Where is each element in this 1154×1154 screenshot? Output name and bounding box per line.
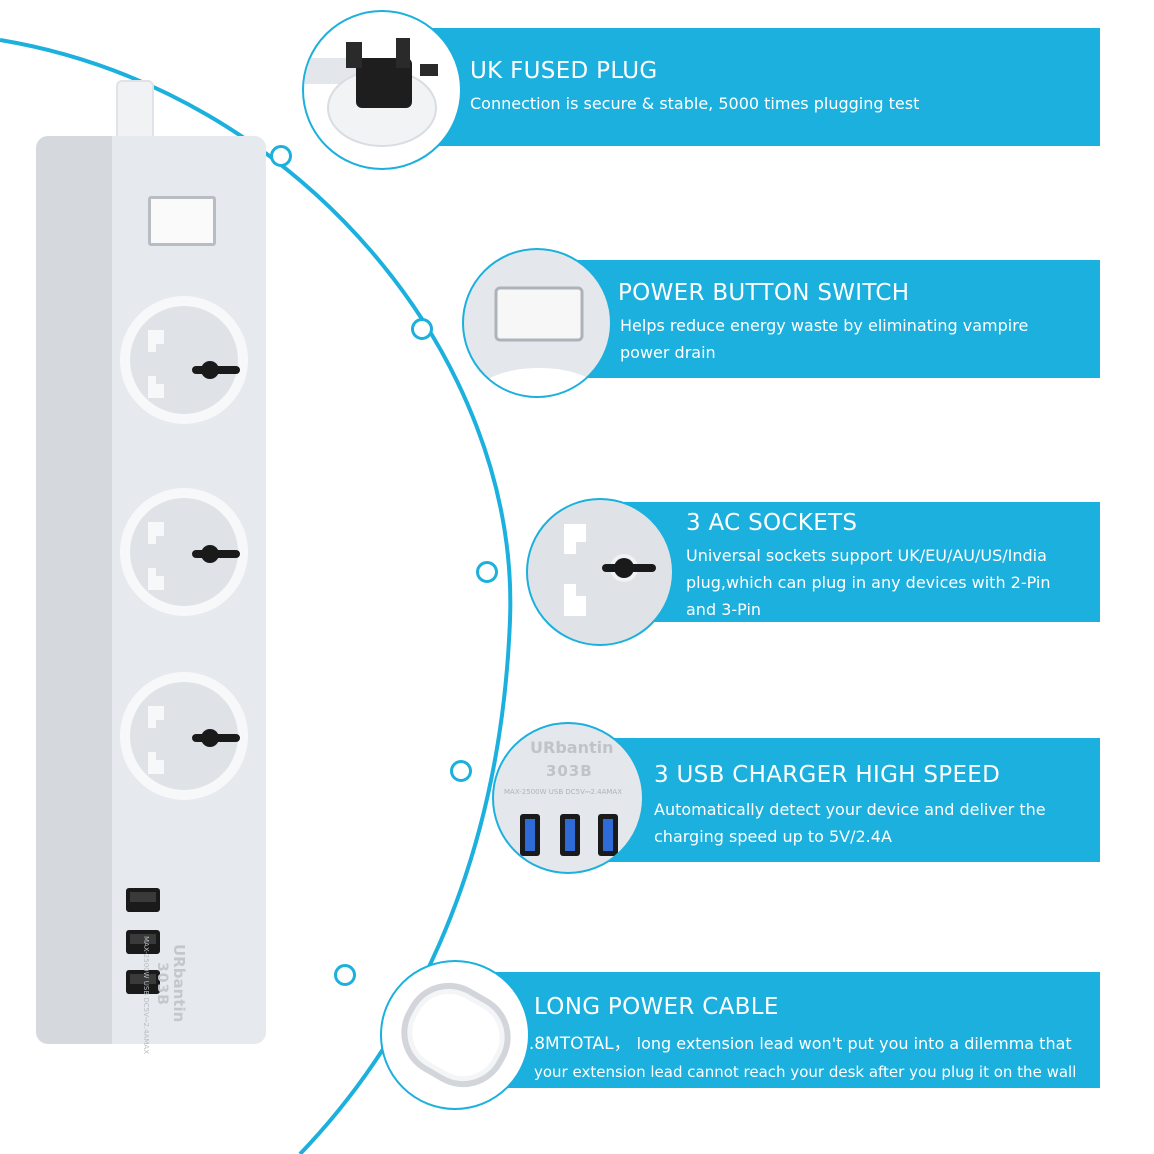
device-brand: URbantin	[530, 738, 614, 757]
ac-socket	[120, 296, 248, 424]
ac-socket-thumbnail	[526, 498, 674, 646]
callout-dot	[411, 318, 433, 340]
feature-title: LONG POWER CABLE	[534, 994, 779, 1020]
feature-description: Helps reduce energy waste by eliminating…	[620, 316, 1029, 362]
callout-dot	[334, 964, 356, 986]
strip-model: 303B	[154, 962, 170, 1006]
power-switch-icon	[475, 286, 603, 396]
feature-description: 1.8MTOTAL，long extension lead won't put …	[518, 1034, 1077, 1081]
callout-dot	[270, 145, 292, 167]
feature-banner-ac-sockets: 3 AC SOCKETS Universal sockets support U…	[600, 502, 1100, 622]
feature-banner-power-switch: POWER BUTTON SWITCH Helps reduce energy …	[530, 260, 1100, 378]
usb-charger-thumbnail: URbantin 303B MAX-2500W USB DC5V⎓2.4AMAX	[492, 722, 644, 874]
feature-title: UK FUSED PLUG	[470, 58, 658, 84]
ac-socket	[120, 672, 248, 800]
power-switch-button[interactable]	[148, 196, 216, 246]
strip-brand: URbantin	[170, 944, 188, 1023]
feature-banner-long-cable: LONG POWER CABLE 1.8MTOTAL，long extensio…	[440, 972, 1100, 1088]
feature-description: Universal sockets support UK/EU/AU/US/In…	[686, 546, 1051, 619]
socket-icon	[564, 524, 656, 616]
feature-title: POWER BUTTON SWITCH	[618, 280, 910, 306]
cable-coil-icon	[401, 982, 511, 1088]
ac-sockets	[120, 296, 248, 994]
strip-usb-ports	[126, 888, 160, 994]
callout-dot	[450, 760, 472, 782]
feature-banner-usb-charger: 3 USB CHARGER HIGH SPEED Automatically d…	[570, 738, 1100, 862]
power-switch-thumbnail	[462, 248, 612, 398]
callout-dot	[476, 561, 498, 583]
feature-title: 3 AC SOCKETS	[686, 510, 858, 536]
usb-ports	[520, 814, 618, 856]
uk-plug-icon	[304, 38, 438, 147]
device-spec: MAX-2500W USB DC5V⎓2.4AMAX	[504, 788, 623, 796]
feature-description: Connection is secure & stable, 5000 time…	[470, 94, 920, 113]
feature-description: Automatically detect your device and del…	[654, 800, 1046, 846]
cable-thumbnail	[380, 960, 530, 1110]
feature-title: 3 USB CHARGER HIGH SPEED	[654, 762, 1001, 788]
strip-brand-label: URbantin 303B MAX-2500W USB DC5V⎓2.4AMAX	[94, 936, 188, 1066]
uk-plug-thumbnail	[302, 10, 462, 170]
device-model: 303B	[546, 762, 593, 780]
strip-spec: MAX-2500W USB DC5V⎓2.4AMAX	[142, 936, 150, 1055]
feature-banner-uk-plug: UK FUSED PLUG Connection is secure & sta…	[360, 28, 1100, 146]
power-cord	[116, 80, 154, 146]
ac-socket	[120, 488, 248, 616]
